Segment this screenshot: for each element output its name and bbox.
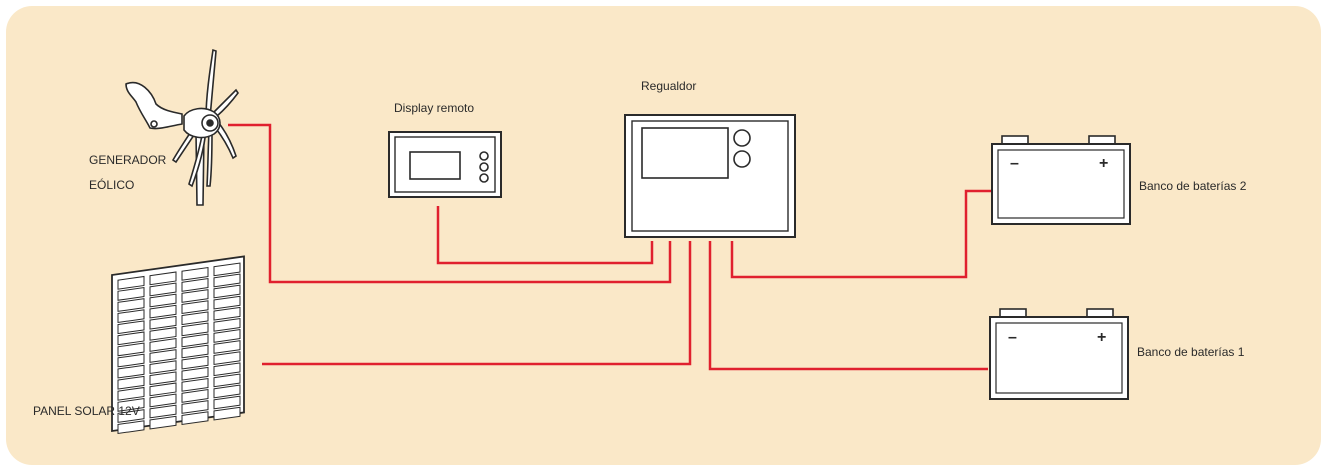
solar-cell bbox=[149, 282, 177, 297]
solar-cell bbox=[181, 322, 209, 337]
wire-wind-to-regulator bbox=[228, 123, 672, 284]
wire-regulator-to-battery-2 bbox=[730, 189, 993, 279]
solar-panel-label: PANEL SOLAR 12V bbox=[33, 404, 140, 418]
battery-bank-2-label: Banco de baterías 2 bbox=[1139, 179, 1247, 193]
solar-cell bbox=[117, 364, 145, 379]
wire-solar-to-regulator bbox=[262, 241, 692, 366]
remote-display-icon bbox=[388, 131, 502, 198]
solar-panel-cells bbox=[117, 262, 241, 435]
solar-cell bbox=[213, 340, 241, 354]
solar-cell bbox=[149, 382, 177, 397]
battery-2-plus: + bbox=[1099, 155, 1108, 172]
solar-cell bbox=[117, 353, 145, 368]
solar-cell bbox=[181, 366, 209, 381]
solar-cell bbox=[181, 311, 209, 326]
solar-cell bbox=[181, 333, 209, 348]
solar-cell bbox=[117, 298, 145, 312]
solar-cell bbox=[149, 326, 177, 341]
solar-cell bbox=[149, 293, 177, 308]
solar-cell bbox=[149, 349, 177, 363]
battery-2-minus: – bbox=[1010, 155, 1019, 172]
solar-cell bbox=[149, 315, 177, 330]
solar-cell bbox=[149, 304, 177, 319]
solar-cell bbox=[149, 404, 177, 419]
solar-cell bbox=[117, 342, 145, 357]
solar-cell bbox=[213, 317, 241, 332]
solar-cell bbox=[149, 360, 177, 375]
solar-cell bbox=[213, 373, 241, 388]
wind-generator-label-line1: GENERADOR bbox=[89, 153, 167, 167]
solar-cell bbox=[181, 400, 209, 414]
battery-bank-1-label: Banco de baterías 1 bbox=[1137, 345, 1245, 359]
solar-cell bbox=[181, 278, 209, 292]
solar-cell bbox=[117, 331, 145, 346]
solar-cell bbox=[181, 389, 209, 403]
solar-cell bbox=[117, 309, 145, 324]
solar-cell bbox=[181, 355, 209, 370]
solar-cell bbox=[181, 289, 209, 303]
solar-cell bbox=[117, 386, 145, 401]
solar-cell bbox=[117, 375, 145, 390]
solar-cell bbox=[213, 306, 241, 321]
solar-cell bbox=[213, 329, 241, 343]
remote-display-label: Display remoto bbox=[394, 101, 474, 115]
solar-cell bbox=[149, 393, 177, 408]
wire-regulator-to-battery-1 bbox=[708, 241, 988, 371]
solar-cell bbox=[181, 266, 209, 281]
solar-cell bbox=[117, 420, 145, 435]
solar-cell bbox=[149, 415, 177, 430]
solar-cell bbox=[181, 377, 209, 392]
solar-cell bbox=[117, 398, 145, 412]
solar-cell bbox=[213, 406, 241, 421]
solar-panel-icon bbox=[111, 255, 245, 435]
solar-cell bbox=[213, 362, 241, 377]
battery-1-minus: – bbox=[1008, 329, 1017, 346]
solar-cell bbox=[213, 395, 241, 410]
solar-cell bbox=[181, 411, 209, 426]
solar-panel-frame bbox=[111, 255, 245, 433]
regulator-icon bbox=[624, 114, 796, 238]
solar-cell bbox=[213, 262, 241, 277]
wind-generator-label-line2: EÓLICO bbox=[89, 177, 134, 192]
solar-cell bbox=[181, 344, 209, 359]
solar-cell bbox=[213, 384, 241, 399]
solar-cell bbox=[181, 300, 209, 315]
solar-cell bbox=[213, 295, 241, 310]
solar-cell bbox=[213, 273, 241, 288]
battery-1-plus: + bbox=[1097, 329, 1106, 346]
solar-cell bbox=[149, 371, 177, 386]
wind-generator-icon bbox=[125, 48, 239, 206]
regulator-label: Regualdor bbox=[641, 79, 696, 93]
wires bbox=[228, 123, 993, 371]
solar-cell bbox=[117, 287, 145, 301]
solar-cell bbox=[149, 271, 177, 286]
battery-bank-2-icon bbox=[991, 135, 1131, 225]
solar-cell bbox=[117, 409, 145, 423]
solar-cell bbox=[149, 338, 177, 352]
solar-cell bbox=[213, 284, 241, 299]
wire-display-to-regulator bbox=[436, 206, 654, 265]
solar-cell bbox=[117, 275, 145, 290]
solar-cell bbox=[117, 320, 145, 335]
battery-bank-1-icon bbox=[989, 308, 1129, 400]
solar-cell bbox=[213, 351, 241, 366]
